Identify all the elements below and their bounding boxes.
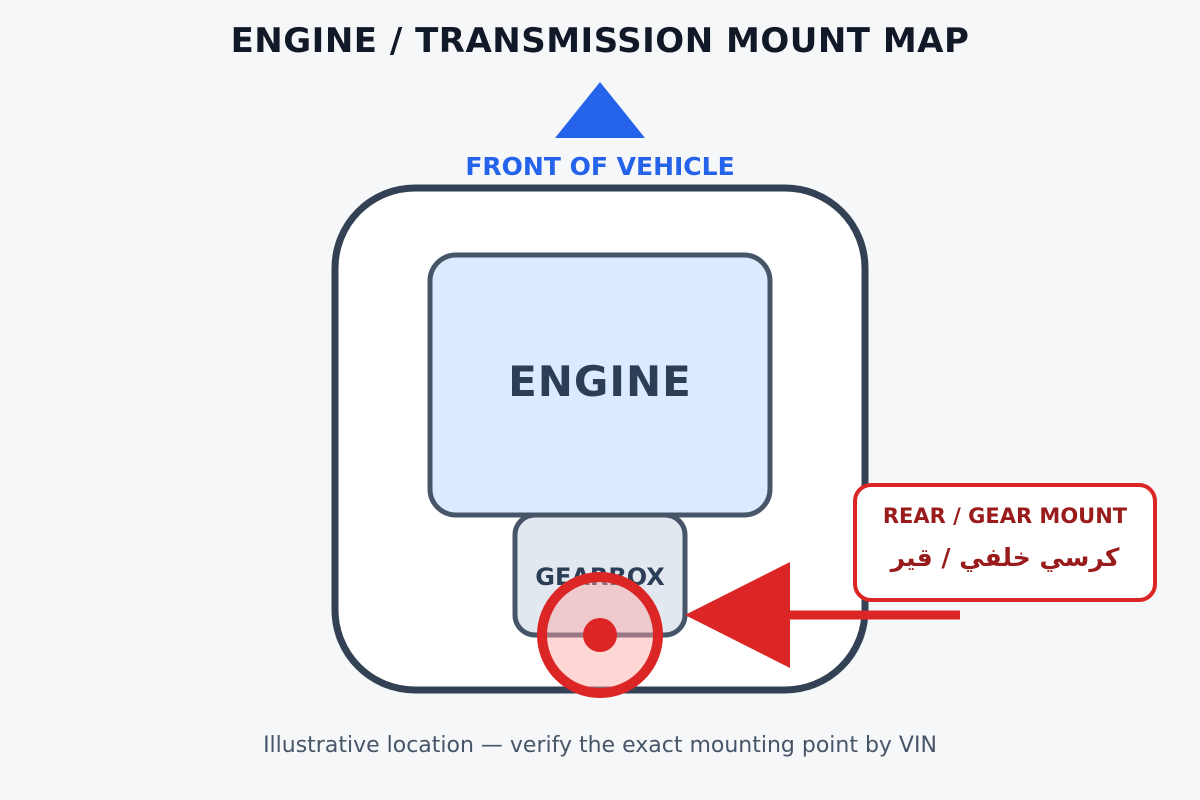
front-of-vehicle-label: FRONT OF VEHICLE [465, 152, 734, 181]
engine-label: ENGINE [508, 357, 692, 406]
callout-english-label: REAR / GEAR MOUNT [883, 504, 1128, 528]
callout-arabic-label: كرسي خلفي / قير [889, 543, 1120, 573]
front-triangle-icon [555, 82, 645, 138]
mount-center-dot [583, 618, 617, 652]
footnote-disclaimer: Illustrative location — verify the exact… [263, 733, 937, 758]
mount-callout-box [853, 483, 1157, 602]
page-title: ENGINE / TRANSMISSION MOUNT MAP [231, 21, 970, 61]
pointer-arrow-icon [685, 562, 790, 668]
